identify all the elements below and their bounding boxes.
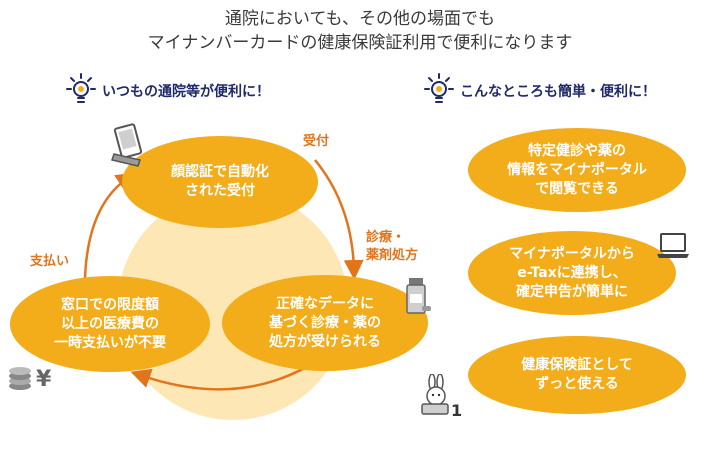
label-treatment-2: 薬剤処方 [366,248,419,263]
payment-oval: 窓口での限度額 以上の医療費の 一時支払いが不要 [10,276,210,372]
label-payment: 支払い [30,254,70,269]
portal-view-text-2: 情報をマイナポータル [507,161,647,178]
treatment-text-2: 基づく診療・薬の [269,314,381,331]
payment-text-1: 窓口での限度額 [61,296,159,313]
label-treatment-1: 診療・ [366,230,406,245]
portal-view-oval: 特定健診や薬の 情報をマイナポータル で閲覧できる [468,128,686,212]
lifetime-text-2: ずっと使える [535,376,619,392]
right-section-title: こんなところも簡単・便利に！ [460,84,656,100]
treatment-oval: 正確なデータに 基づく診療・薬の 処方が受けられる [222,275,428,371]
medicine-bottle-icon [406,278,431,314]
reception-oval: 顔認証で自動化 された受付 [122,136,318,228]
lifetime-oval: 健康保険証として ずっと使える [468,336,686,414]
left-section-title: いつもの通院等が便利に！ [102,84,270,100]
etax-text-1: マイナポータルから [509,245,635,262]
coins-yen-icon: ¥ [9,367,52,392]
portal-view-text-3: で閲覧できる [535,180,619,197]
svg-text:1: 1 [451,401,462,418]
payment-text-2: 以上の医療費の [61,315,159,332]
laptop-icon [657,233,689,258]
face-scanner-icon [111,123,143,167]
treatment-text-1: 正確なデータに [276,295,374,312]
reception-text-1: 顔認証で自動化 [171,164,269,180]
bulb-icon [424,73,454,103]
mascot-rabbit-icon: 1 [421,374,462,418]
payment-text-3: 一時支払いが不要 [54,334,166,351]
lifetime-text-1: 健康保険証として [521,357,633,373]
label-reception: 受付 [303,134,330,149]
portal-view-text-1: 特定健診や薬の [528,142,626,159]
etax-oval: マイナポータルから e-Taxに連携し、 確定申告が簡単に [468,231,676,315]
header-line-2: マイナンバーカードの健康保険証利用で便利になります [147,33,573,53]
etax-text-3: 確定申告が簡単に [516,283,628,300]
reception-text-2: された受付 [185,183,255,199]
svg-text:¥: ¥ [36,367,52,392]
header-line-1: 通院においても、その他の場面でも [224,9,496,29]
etax-text-2: e-Taxに連携し、 [517,264,627,281]
treatment-text-3: 処方が受けられる [269,333,381,350]
bulb-icon [66,73,96,103]
